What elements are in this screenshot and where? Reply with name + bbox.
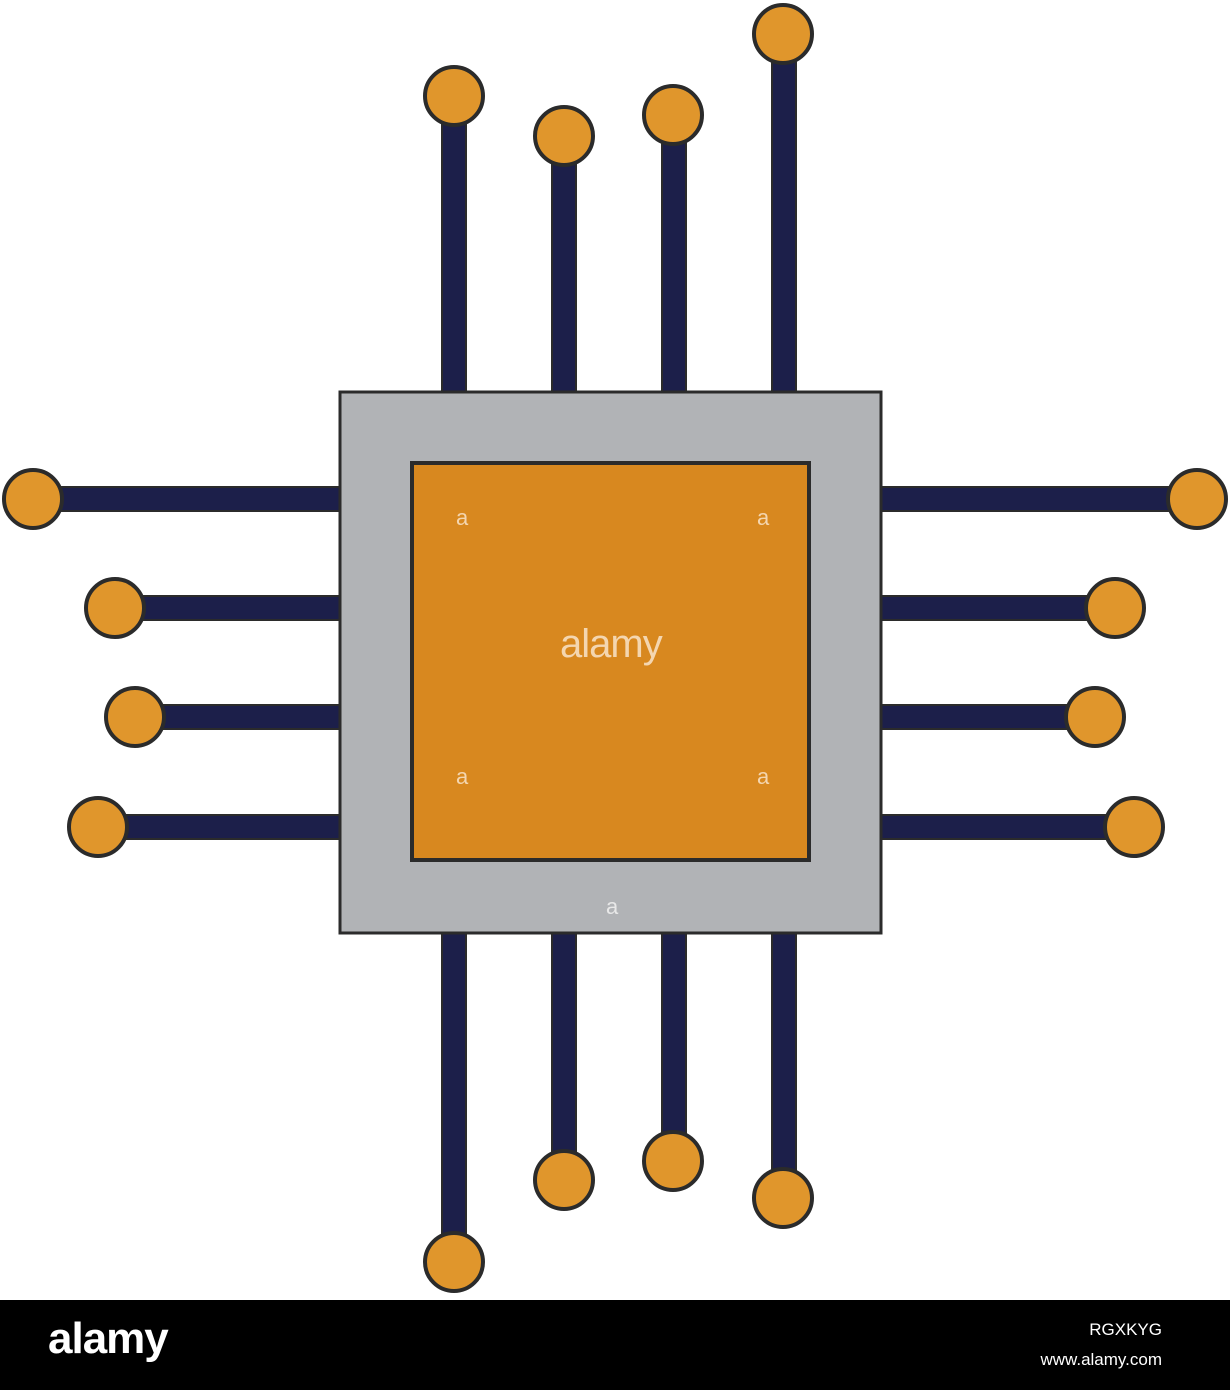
footer-stock-id: RGXKYG (1089, 1320, 1162, 1339)
watermark-letter: a (456, 505, 469, 530)
pin-right-3 (879, 686, 1126, 748)
pin-bottom-4 (752, 931, 814, 1229)
pin-bottom-1 (423, 931, 485, 1293)
pin-right-1 (879, 468, 1228, 530)
pin-top-2 (533, 105, 595, 393)
footer-brand-logo: alamy (48, 1314, 169, 1363)
illustration-canvas: a a a a a alamy (2, 3, 1228, 1293)
watermark-center: alamy (560, 622, 663, 666)
stock-footer-bar: alamy RGXKYG www.alamy.com (0, 1300, 1230, 1390)
pin-left-2 (84, 577, 343, 639)
microchip-illustration: a a a a a (2, 3, 1228, 1293)
pin-left-3 (104, 686, 343, 748)
watermark-letter: a (757, 505, 770, 530)
right-pins (879, 468, 1228, 858)
pin-bottom-2 (533, 931, 595, 1211)
watermark-letter: a (456, 764, 469, 789)
footer-url: www.alamy.com (1040, 1350, 1162, 1369)
pin-top-1 (423, 65, 485, 393)
pin-left-1 (2, 468, 343, 530)
pin-left-4 (67, 796, 343, 858)
left-pins (2, 468, 343, 858)
top-pins (423, 3, 814, 393)
pin-top-3 (642, 84, 704, 393)
watermark-letter: a (757, 764, 770, 789)
chip-core (410, 461, 811, 862)
pin-right-2 (879, 577, 1146, 639)
bottom-pins (423, 931, 814, 1293)
pin-top-4 (752, 3, 814, 393)
watermark-letter: a (606, 894, 619, 919)
watermark-letters: a a a a a (456, 505, 770, 919)
pin-right-4 (879, 796, 1165, 858)
pin-bottom-3 (642, 931, 704, 1192)
